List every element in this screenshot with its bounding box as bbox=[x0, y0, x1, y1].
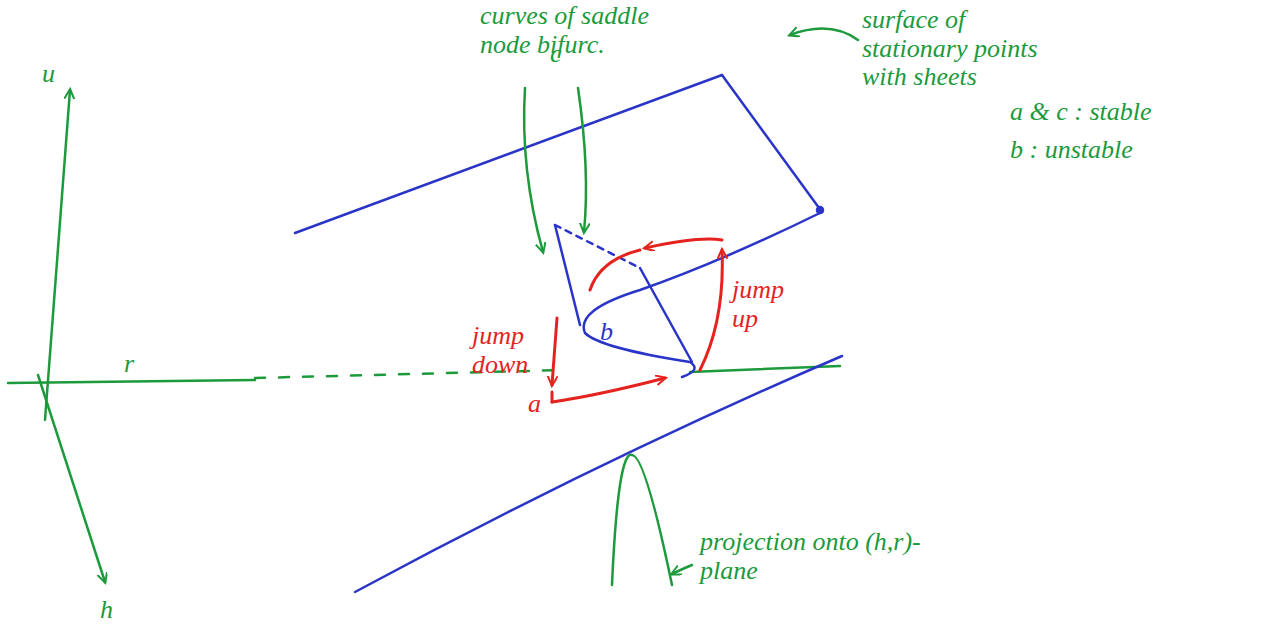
jump-label: jump up bbox=[732, 276, 802, 333]
hysteresis-loop bbox=[552, 239, 722, 402]
axis-label: r bbox=[124, 350, 154, 379]
projection-cusp bbox=[612, 455, 672, 585]
axis-label: u bbox=[42, 60, 72, 89]
axes bbox=[8, 90, 840, 582]
sheet-label: c bbox=[550, 40, 580, 69]
jump-label: jump down bbox=[472, 322, 547, 379]
sheet-label: b bbox=[600, 318, 630, 347]
axis-label: h bbox=[100, 596, 130, 625]
callout-text: projection onto (h,r)-plane bbox=[700, 528, 930, 585]
sheet-label: a bbox=[528, 390, 558, 419]
stationary-surface bbox=[295, 75, 842, 592]
callout-text: curves of saddle node bifurc. bbox=[480, 2, 655, 59]
stability-note: b : unstable bbox=[1010, 136, 1230, 165]
leader-lines bbox=[524, 29, 858, 585]
callout-text: surface of stationary points with sheets bbox=[862, 6, 1077, 92]
stability-note: a & c : stable bbox=[1010, 98, 1230, 127]
